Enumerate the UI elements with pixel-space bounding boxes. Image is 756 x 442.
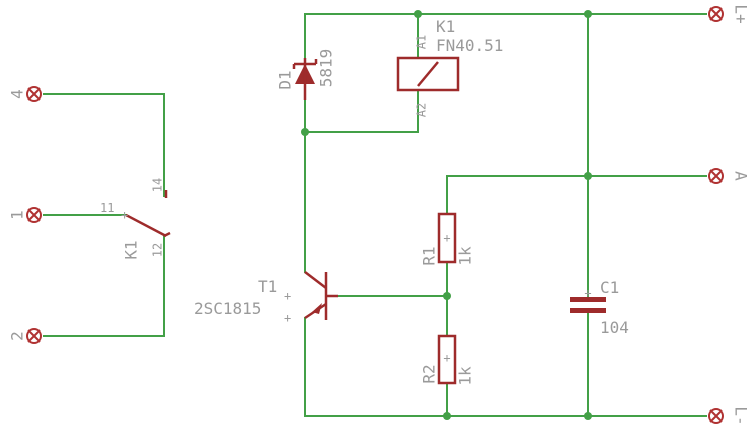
junction-dot [584, 412, 592, 420]
capacitor-plate [570, 308, 606, 313]
transistor-t1[interactable]: T1 2SC1815 + + [194, 271, 338, 325]
terminal-right-lminus[interactable]: L- [708, 406, 751, 426]
terminal-label: 4 [8, 89, 27, 99]
terminal-label: L+ [732, 4, 751, 23]
emitter-arrow [312, 303, 322, 314]
resistor-r2[interactable]: + R2 1k [420, 334, 475, 386]
junction-dot [443, 412, 451, 420]
capacitor-value: 104 [600, 318, 629, 337]
wires [43, 13, 707, 417]
junction-dot [584, 172, 592, 180]
transistor-value: 2SC1815 [194, 299, 261, 318]
junction-dot [414, 10, 422, 18]
plus-mark: + [584, 286, 591, 300]
coil-pin-a1: A1 [415, 35, 429, 49]
plus-mark: + [284, 289, 291, 303]
terminal-label: A [732, 171, 751, 181]
relay-contact[interactable]: 11 14 12 K1 + [100, 178, 171, 260]
resistor-name: R2 [420, 364, 439, 383]
contact-pin-no: 14 [151, 178, 165, 192]
junction-dot [301, 128, 309, 136]
contact-name: K1 [122, 240, 141, 259]
diode-name: D1 [276, 70, 295, 89]
relay-name: K1 [436, 17, 455, 36]
relay-coil[interactable]: K1 FN40.51 A1 A2 [396, 17, 503, 117]
resistor-body [437, 212, 457, 264]
transistor-name: T1 [258, 277, 277, 296]
terminal-left-4[interactable]: 4 [8, 86, 42, 102]
terminal-label: 1 [8, 210, 27, 220]
capacitor-name: C1 [600, 278, 619, 297]
junction-dot [443, 292, 451, 300]
capacitor-plate [570, 297, 606, 302]
capacitor-c1[interactable]: + C1 104 [570, 278, 629, 337]
resistor-body [437, 334, 457, 385]
terminal-left-1[interactable]: 1 [8, 207, 42, 223]
coil-pin-a2: A2 [415, 103, 429, 117]
junctions [301, 10, 592, 420]
resistor-name: R1 [420, 246, 439, 265]
plus-mark: + [284, 311, 291, 325]
coil-body [396, 56, 460, 92]
terminal-left-2[interactable]: 2 [8, 328, 42, 344]
resistor-r1[interactable]: + R1 1k [420, 212, 475, 266]
contact-pin-nc: 12 [151, 243, 165, 257]
plus-mark: + [443, 351, 450, 365]
resistor-value: 1k [456, 246, 475, 266]
plus-mark: + [443, 231, 450, 245]
terminal-label: 2 [8, 331, 27, 341]
terminal-label: L- [732, 406, 751, 425]
resistor-value: 1k [456, 366, 475, 386]
terminal-right-a[interactable]: A [708, 168, 751, 184]
terminal-right-lplus[interactable]: L+ [708, 4, 751, 24]
diode-value: 5819 [317, 49, 336, 88]
contact-pin-com: 11 [100, 201, 114, 215]
junction-dot [584, 10, 592, 18]
plus-mark: + [121, 208, 128, 222]
diode-d1[interactable]: D1 5819 [276, 49, 336, 100]
relay-model: FN40.51 [436, 36, 503, 55]
